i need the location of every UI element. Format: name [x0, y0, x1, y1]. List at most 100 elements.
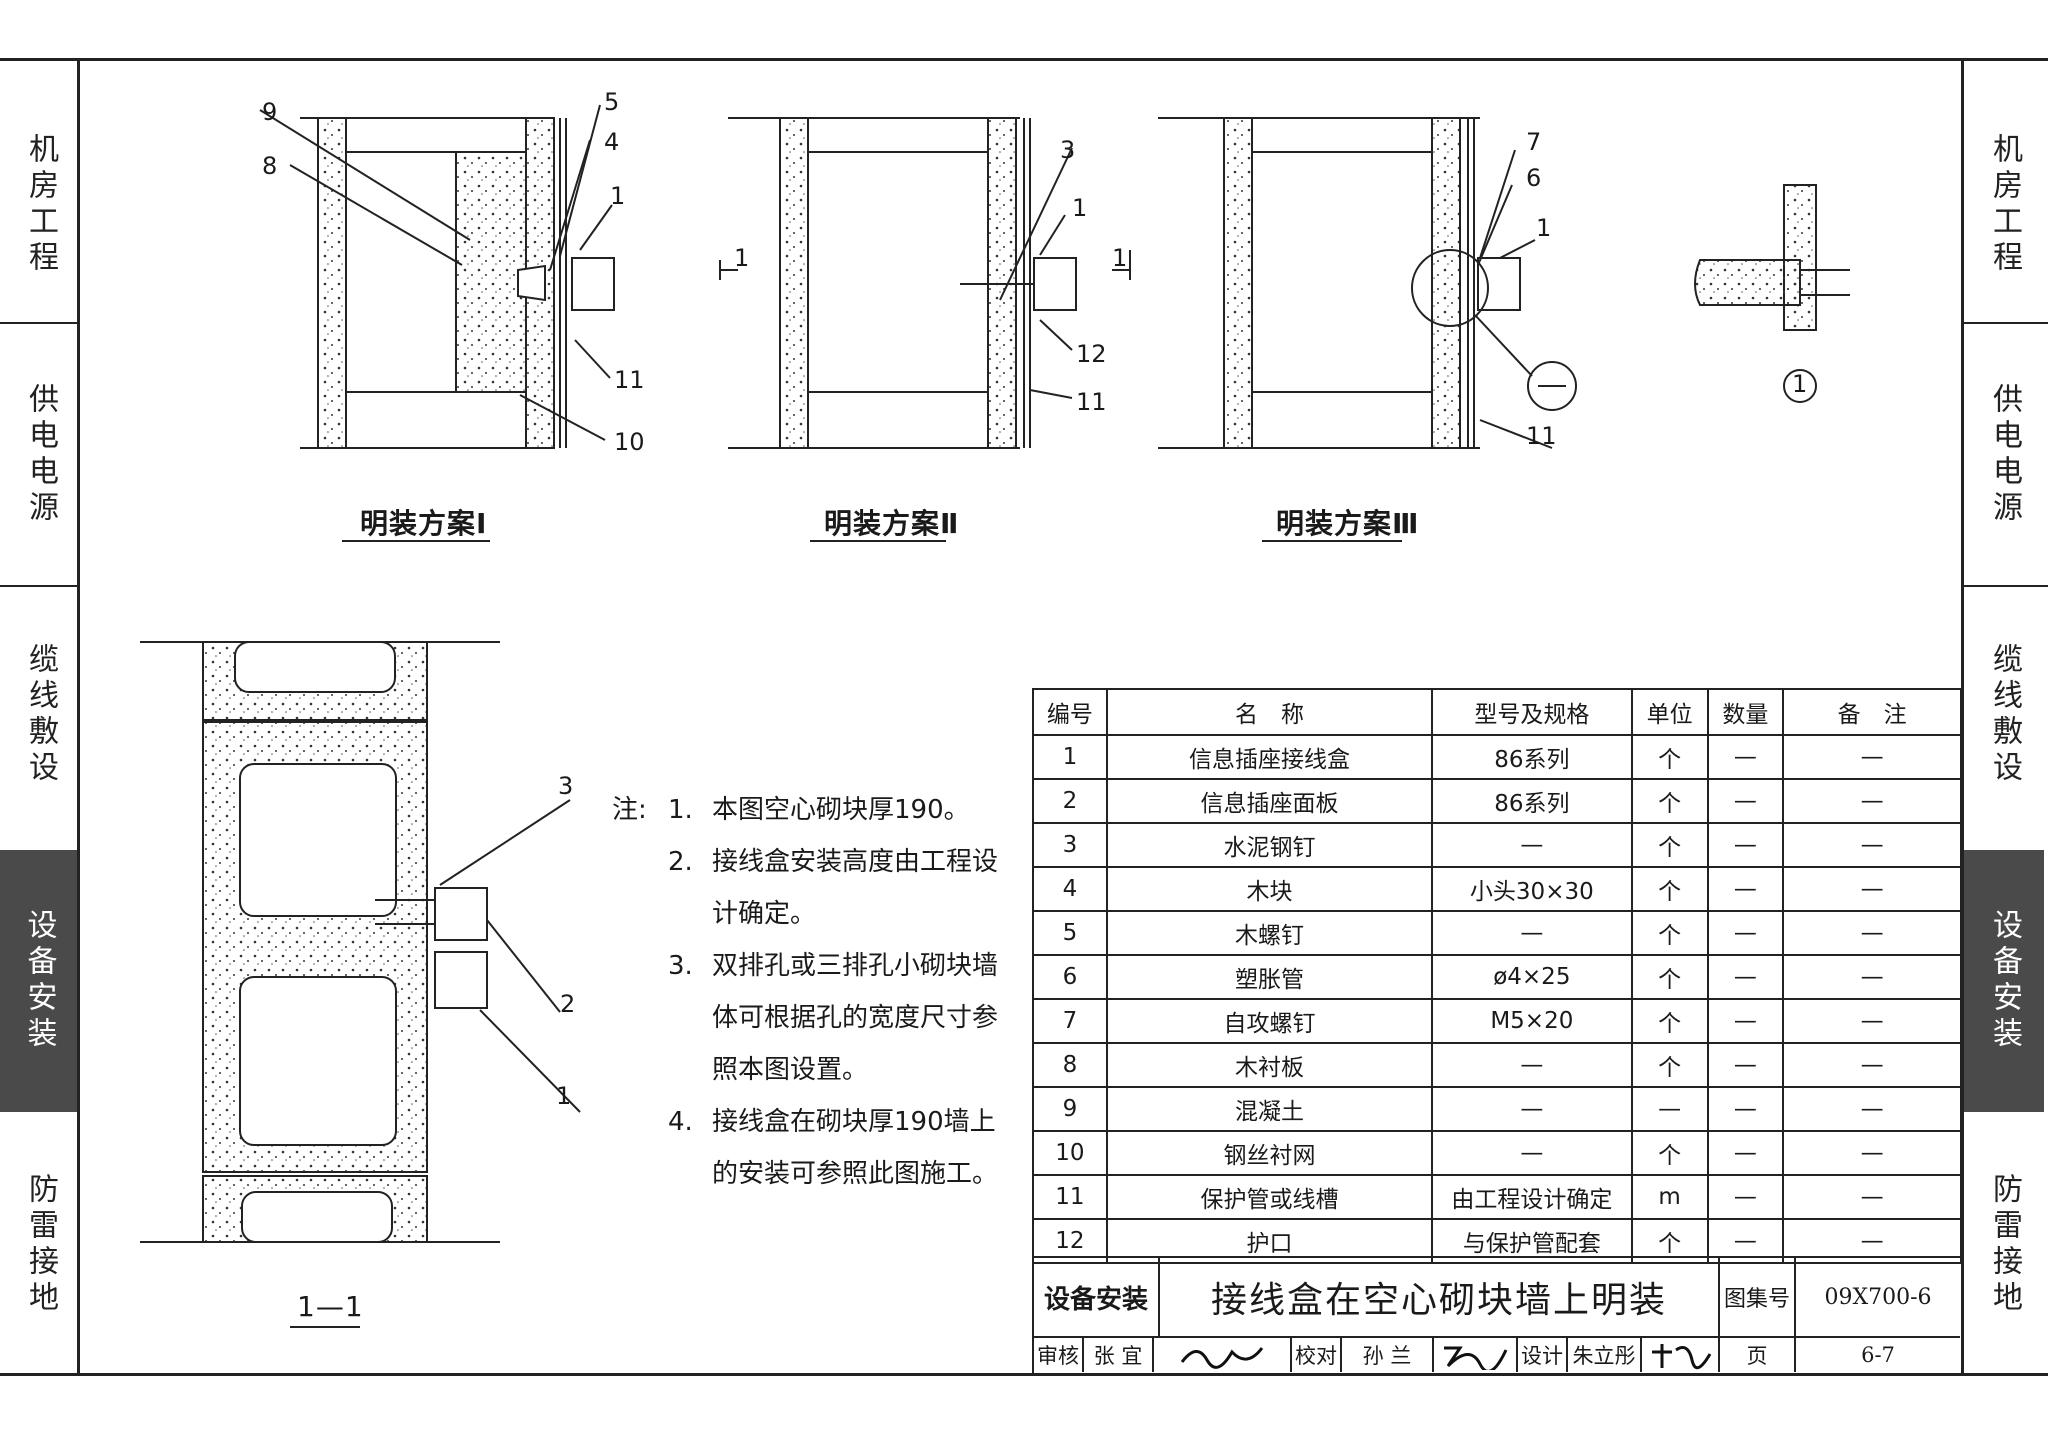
- table-cell: 个: [1630, 954, 1709, 1000]
- callout-s1-1: 1: [610, 182, 626, 210]
- side-tab-left-0[interactable]: 机房工程: [23, 133, 58, 277]
- table-cell: —: [1782, 954, 1962, 1000]
- table-cell: 2: [1032, 778, 1108, 824]
- table-cell: —: [1782, 866, 1962, 912]
- title-block: 设备安装 接线盒在空心砌块墙上明装 图集号 09X700-6 审核 张 宜 校对…: [1032, 1256, 1964, 1376]
- tab-divider: [0, 585, 77, 587]
- tab-divider: [1964, 322, 2048, 324]
- table-cell: —: [1782, 910, 1962, 956]
- table-cell: 1: [1032, 734, 1108, 780]
- side-tab-left-4[interactable]: 防雷接地: [23, 1173, 58, 1317]
- table-cell: 由工程设计确定: [1431, 1174, 1633, 1220]
- section-caption: 1—1: [297, 1290, 364, 1323]
- table-cell: 3: [1032, 822, 1108, 868]
- scheme1-drawing: [259, 104, 615, 449]
- table-cell: 信息插座接线盒: [1105, 734, 1434, 780]
- table-cell: 水泥钢钉: [1105, 822, 1434, 868]
- scheme2-caption: 明装方案Ⅱ: [824, 507, 960, 540]
- atlas-number: 09X700-6: [1824, 1284, 1932, 1310]
- header-cell: 型号及规格: [1431, 688, 1633, 736]
- frame-top-line: [0, 58, 2048, 61]
- side-tab-left-1[interactable]: 供电电源: [23, 383, 58, 527]
- callout-s1-4: 4: [604, 128, 620, 156]
- page-label: 页: [1720, 1338, 1796, 1372]
- callout-s1-8: 8: [262, 152, 278, 180]
- side-tab-right-0[interactable]: 机房工程: [1987, 133, 2022, 277]
- callout-s1-11: 11: [614, 366, 645, 394]
- table-cell: —: [1706, 1086, 1785, 1132]
- table-header-row: 编号 名 称 型号及规格 单位 数量 备 注: [1032, 688, 1962, 736]
- side-tab-left-2[interactable]: 缆线敷设: [23, 643, 58, 787]
- notes-item-2: 2. 接线盒安装高度由工程设: [668, 847, 999, 877]
- notes-label: 注:: [612, 795, 647, 825]
- scheme2-drawing: [719, 117, 1131, 449]
- designer-signature: [1642, 1338, 1720, 1372]
- table-cell: ø4×25: [1431, 954, 1633, 1000]
- table-cell: —: [1706, 1174, 1785, 1220]
- table-cell: 个: [1630, 910, 1709, 956]
- side-tab-left-3[interactable]: 设备安装: [0, 850, 77, 1112]
- scheme1-caption-underline: [342, 540, 490, 542]
- table-cell: 个: [1630, 1130, 1709, 1176]
- table-cell: —: [1782, 1130, 1962, 1176]
- notes-item-4: 4. 接线盒在砌块厚190墙上: [668, 1107, 996, 1137]
- table-cell: —: [1706, 910, 1785, 956]
- tab-divider: [0, 322, 77, 324]
- callout-sec-1: 1: [556, 1082, 572, 1110]
- header-cell: 名 称: [1105, 688, 1434, 736]
- callout-s1-5: 5: [604, 88, 620, 116]
- table-cell: —: [1706, 1042, 1785, 1088]
- frame-bottom-line: [0, 1373, 2048, 1376]
- scheme3-caption: 明装方案Ⅲ: [1276, 507, 1420, 540]
- section-drawing: [140, 641, 581, 1243]
- table-cell: —: [1706, 1130, 1785, 1176]
- side-tab-right-1[interactable]: 供电电源: [1987, 383, 2022, 527]
- side-tab-right-3[interactable]: 设备安装: [1964, 850, 2044, 1112]
- table-cell: 86系列: [1431, 778, 1633, 824]
- frame-left-line: [77, 58, 80, 1376]
- table-cell: —: [1782, 1174, 1962, 1220]
- table-cell: 个: [1630, 734, 1709, 780]
- scheme1-caption: 明装方案Ⅰ: [360, 507, 488, 540]
- scheme3-caption-underline: [1262, 540, 1402, 542]
- table-cell: 10: [1032, 1130, 1108, 1176]
- table-cell: 木块: [1105, 866, 1434, 912]
- side-tab-right-2[interactable]: 缆线敷设: [1987, 643, 2022, 787]
- table-cell: 木螺钉: [1105, 910, 1434, 956]
- side-tab-right-4[interactable]: 防雷接地: [1987, 1173, 2022, 1317]
- callout-s2-3: 3: [1060, 136, 1076, 164]
- table-cell: 7: [1032, 998, 1108, 1044]
- table-cell: —: [1431, 910, 1633, 956]
- section-caption-underline: [290, 1326, 360, 1328]
- table-cell: 6: [1032, 954, 1108, 1000]
- callout-sec-3: 3: [558, 772, 574, 800]
- atlas-label: 图集号: [1720, 1258, 1796, 1336]
- table-cell: 8: [1032, 1042, 1108, 1088]
- title-block-category: 设备安装: [1034, 1258, 1160, 1336]
- table-cell: —: [1782, 822, 1962, 868]
- tab-divider: [1964, 585, 2048, 587]
- notes-item-1: 注: 1. 本图空心砌块厚190。: [612, 784, 998, 836]
- callout-sec-2: 2: [560, 990, 576, 1018]
- table-cell: 4: [1032, 866, 1108, 912]
- table-cell: M5×20: [1431, 998, 1633, 1044]
- table-cell: 个: [1630, 998, 1709, 1044]
- table-cell: 个: [1630, 866, 1709, 912]
- callout-s1-10: 10: [614, 428, 645, 456]
- table-cell: 钢丝衬网: [1105, 1130, 1434, 1176]
- header-cell: 单位: [1630, 688, 1709, 736]
- table-cell: —: [1706, 734, 1785, 780]
- table-cell: 混凝土: [1105, 1086, 1434, 1132]
- callout-s1-9: 9: [262, 98, 278, 126]
- table-cell: —: [1431, 1086, 1633, 1132]
- table-cell: 小头30×30: [1431, 866, 1633, 912]
- table-cell: 自攻螺钉: [1105, 998, 1434, 1044]
